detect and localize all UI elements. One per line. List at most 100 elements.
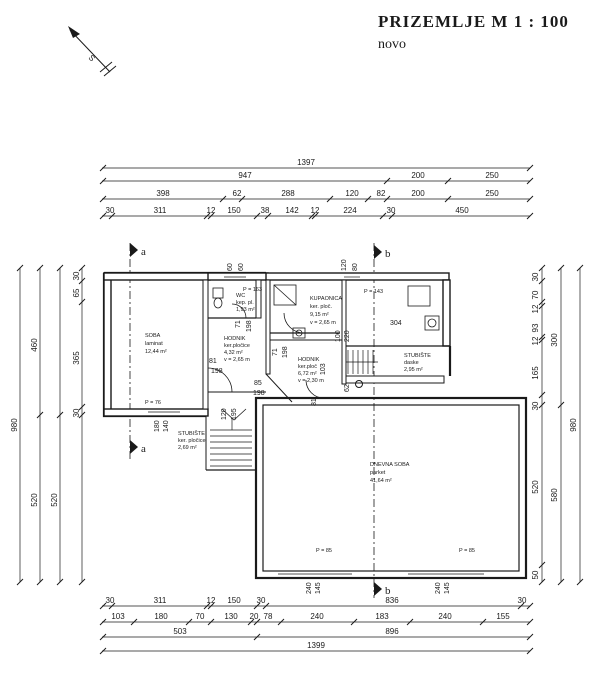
- dim-label: 300: [550, 333, 559, 347]
- bottom-dimensions: [99, 602, 534, 655]
- right-dimensions: [538, 264, 584, 586]
- dim-label: 80: [352, 263, 359, 271]
- room-height: v = 2,30 m: [298, 378, 324, 384]
- dim-label: 240: [438, 612, 452, 621]
- room-stubiste-2: STUBIŠTE ker. pločice 2,69 m²: [178, 430, 206, 451]
- north-label: S: [87, 53, 97, 63]
- dim-label: 81: [209, 358, 217, 365]
- dim-label: 30: [106, 596, 115, 605]
- dim-label: 30: [106, 206, 115, 215]
- dim-label: 365: [72, 351, 81, 365]
- dim-label: 30: [72, 408, 81, 417]
- room-floor: parket: [370, 470, 386, 476]
- room-area: 4,32 m²: [224, 350, 243, 356]
- dim-label: 200: [411, 189, 425, 198]
- dim-label: 81: [311, 398, 318, 406]
- dim-label: 140: [163, 420, 170, 432]
- dim-label: 30: [518, 596, 527, 605]
- dim-label: 311: [154, 596, 167, 605]
- room-name: SOBA: [145, 333, 161, 339]
- dim-label: 85: [254, 380, 262, 387]
- dim-label: 103: [111, 612, 125, 621]
- dim-label: 30: [72, 271, 81, 280]
- dim-label: 520: [531, 480, 540, 494]
- dim-label: 103: [320, 363, 327, 375]
- dim-label: 250: [485, 171, 499, 180]
- dim-label: 1399: [307, 641, 325, 650]
- room-height: v = 2,65 m: [310, 320, 336, 326]
- dim-label: 198: [282, 346, 289, 358]
- room-height: v = 2,65 m: [224, 357, 250, 363]
- dim-label: 980: [569, 418, 578, 432]
- dim-label: 145: [315, 582, 322, 594]
- dim-label: 30: [257, 596, 266, 605]
- dim-label: 200: [411, 171, 425, 180]
- dim-label: 100: [335, 330, 342, 342]
- dim-label: 30: [387, 206, 396, 215]
- dim-label: 145: [444, 582, 451, 594]
- shower-icon: [273, 284, 297, 306]
- dim-label: 120: [221, 408, 228, 420]
- dim-label: 450: [455, 206, 469, 215]
- dim-label: 240: [435, 582, 442, 594]
- room-kupaonica: KUPAONICA ker. ploč. 9,15 m² v = 2,65 m …: [310, 289, 383, 326]
- room-name: HODNIK: [298, 357, 320, 363]
- plan-title: PRIZEMLJE M 1 : 100: [378, 12, 569, 31]
- dim-label: 70: [196, 612, 205, 621]
- section-a-bottom: a: [141, 443, 146, 455]
- dim-label: 304: [390, 320, 402, 327]
- dim-label: 155: [496, 612, 510, 621]
- sill-height: P = 85: [459, 548, 475, 554]
- room-area: 6,72 m²: [298, 371, 317, 377]
- left-dimensions: [16, 264, 86, 586]
- room-hodnik-1: HODNIK ker.pločice 4,32 m² v = 2,65 m: [224, 336, 250, 363]
- left-dimension-labels: 980 460 520 520 30 65 365 30: [10, 271, 81, 507]
- room-area: 2,95 m²: [404, 367, 423, 373]
- dim-label: 980: [10, 418, 19, 432]
- dim-label: 60: [227, 263, 234, 271]
- room-floor: laminat: [145, 341, 163, 347]
- dim-label: 460: [30, 338, 39, 352]
- room-soba: SOBA laminat 12,44 m² P = 76: [145, 333, 167, 406]
- sill-height: P = 163: [243, 287, 262, 293]
- room-area: 12,44 m²: [145, 349, 167, 355]
- dim-label: 165: [531, 366, 540, 380]
- room-floor: ker. pločice: [178, 438, 206, 444]
- dim-label: 520: [50, 493, 59, 507]
- dim-label: 224: [343, 206, 357, 215]
- section-b-top: b: [385, 248, 391, 260]
- dim-label: 240: [306, 582, 313, 594]
- dim-label: 288: [281, 189, 295, 198]
- section-a-top: a: [141, 246, 146, 258]
- dim-label: 195: [231, 408, 238, 420]
- right-dimension-labels: 30 70 12 93 12 165 30 520 50 300 580 980: [531, 272, 578, 579]
- dim-label: 82: [377, 189, 386, 198]
- doors: [207, 303, 325, 421]
- dim-label: 38: [261, 206, 270, 215]
- dim-label: 250: [485, 189, 499, 198]
- dim-label: 220: [344, 330, 351, 342]
- dim-label: 71: [235, 320, 242, 328]
- inner-dimension-labels: 60 60 120 80 304 71 198 81 198 85 198 71…: [154, 259, 451, 594]
- section-b-bottom: b: [385, 585, 391, 597]
- dim-label: 398: [156, 189, 170, 198]
- dim-label: 12: [207, 596, 216, 605]
- room-name: HODNIK: [224, 336, 246, 342]
- room-name: KUPAONICA: [310, 296, 342, 302]
- boiler-icon: [424, 315, 440, 331]
- room-dnevna-soba: DNEVNA SOBA parket 41,64 m² P = 85 P = 8…: [316, 462, 475, 554]
- dim-label: 240: [310, 612, 324, 621]
- dim-label: 12: [531, 336, 540, 345]
- room-stubiste-1: STUBIŠTE daske 2,95 m²: [404, 352, 431, 373]
- stairs-lower: [210, 418, 252, 467]
- dim-label: 20: [250, 612, 259, 621]
- dim-label: 130: [224, 612, 238, 621]
- dim-label: 78: [264, 612, 273, 621]
- dim-label: 71: [272, 348, 279, 356]
- plan-subtitle: novo: [378, 37, 406, 52]
- dim-label: 60: [238, 263, 245, 271]
- dim-label: 183: [375, 612, 389, 621]
- top-dimensions: [99, 164, 534, 220]
- room-name: STUBIŠTE: [178, 430, 205, 437]
